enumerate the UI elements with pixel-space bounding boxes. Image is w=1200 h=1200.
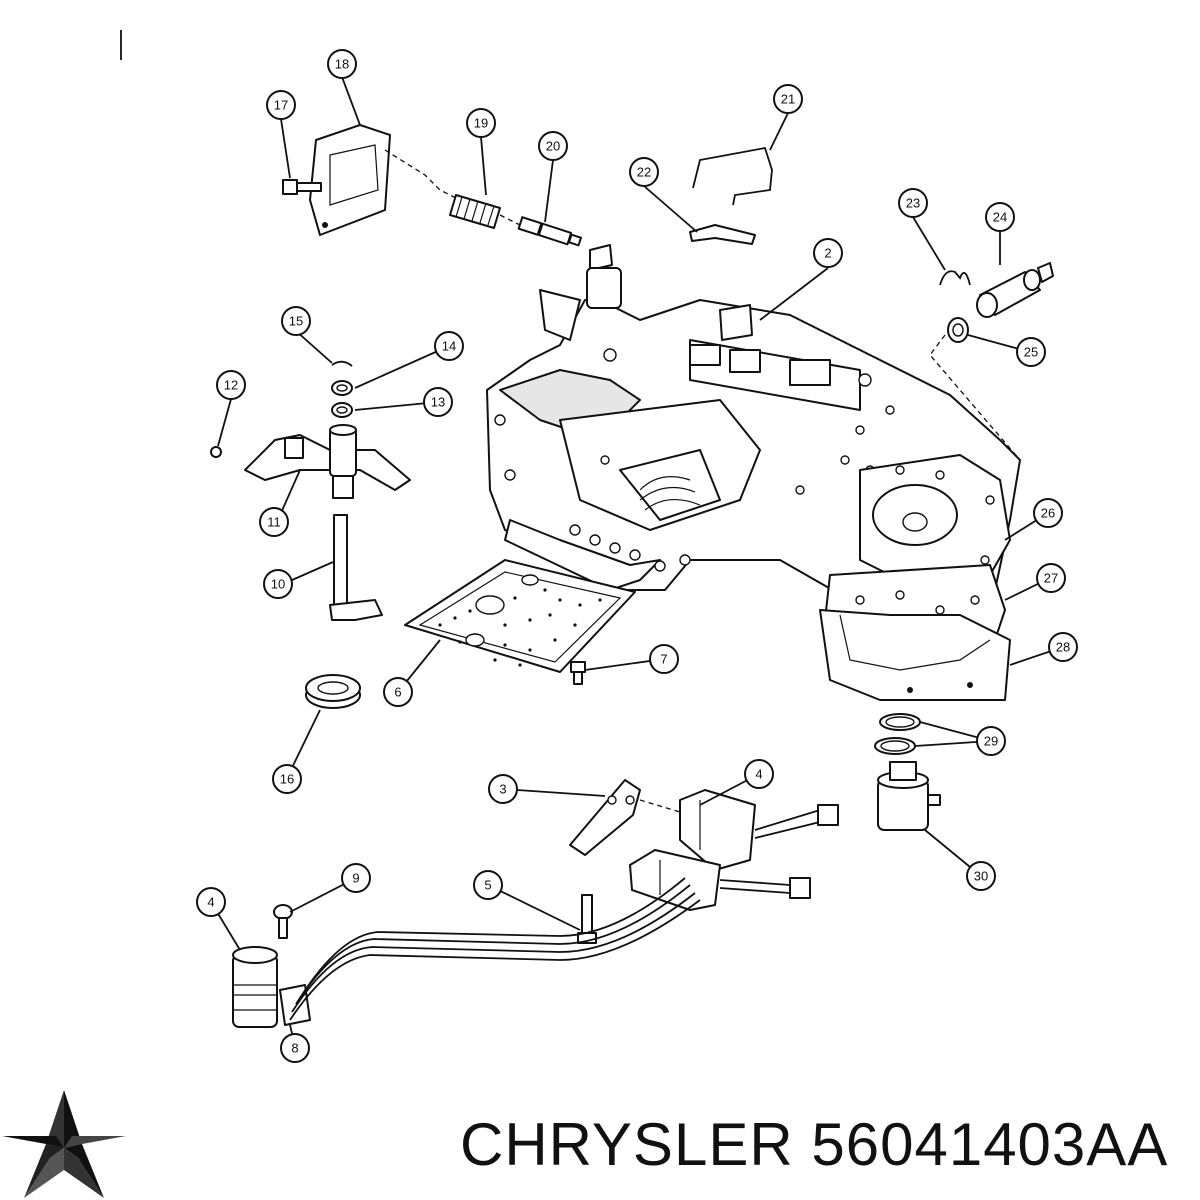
manual-lever-part-11 — [244, 424, 411, 499]
svg-text:8: 8 — [291, 1041, 298, 1056]
svg-text:3: 3 — [499, 782, 506, 797]
callout-29: 29 — [976, 726, 1006, 756]
svg-text:19: 19 — [474, 116, 488, 131]
solenoid-part-30 — [877, 761, 941, 831]
svg-text:5: 5 — [484, 878, 491, 893]
svg-text:11: 11 — [267, 515, 281, 530]
tube-part-21 — [692, 146, 773, 206]
solenoid-pack-part-4 — [629, 789, 839, 911]
callout-6: 6 — [383, 677, 413, 707]
callout-21: 21 — [773, 84, 803, 114]
callout-4-lower: 4 — [196, 887, 226, 917]
spring-part-19 — [449, 194, 501, 229]
svg-text:10: 10 — [271, 577, 285, 592]
callout-23: 23 — [898, 188, 928, 218]
callout-14: 14 — [434, 331, 464, 361]
bracket-part-3 — [569, 779, 641, 856]
o-rings-part-29 — [874, 713, 921, 755]
callout-9: 9 — [341, 863, 371, 893]
svg-text:12: 12 — [224, 378, 238, 393]
screw-part-9 — [273, 904, 293, 939]
callout-5: 5 — [473, 870, 503, 900]
callout-11: 11 — [259, 507, 289, 537]
svg-text:6: 6 — [394, 685, 401, 700]
leader-lines — [210, 76, 1064, 1047]
seal-part-13 — [331, 402, 353, 418]
svg-text:18: 18 — [335, 57, 349, 72]
brand-name: CHRYSLER — [460, 1111, 794, 1178]
o-ring-part-25 — [947, 317, 969, 343]
svg-text:22: 22 — [637, 165, 651, 180]
callout-12: 12 — [216, 370, 246, 400]
callout-19: 19 — [466, 108, 496, 138]
callout-24: 24 — [985, 202, 1015, 232]
svg-text:4: 4 — [207, 895, 214, 910]
svg-text:2: 2 — [824, 246, 831, 261]
svg-text:20: 20 — [546, 139, 560, 154]
bracket-part-22 — [689, 224, 756, 245]
valve-part-20 — [517, 216, 582, 247]
svg-text:13: 13 — [431, 395, 445, 410]
bracket-part-18 — [309, 124, 391, 236]
shaft-part-10 — [329, 514, 383, 621]
bolt-part-5 — [577, 894, 597, 944]
svg-text:21: 21 — [781, 92, 795, 107]
callout-10: 10 — [263, 569, 293, 599]
bolt-part-17 — [282, 179, 322, 195]
callout-20: 20 — [538, 131, 568, 161]
accumulator-housing-part-28 — [819, 609, 1011, 701]
brand-part-number-caption: CHRYSLER 56041403AA — [460, 1110, 1190, 1179]
callout-3: 3 — [488, 774, 518, 804]
transfer-plate-part-26 — [859, 454, 1011, 586]
svg-text:27: 27 — [1044, 571, 1058, 586]
svg-text:16: 16 — [280, 772, 294, 787]
sensor-part-4 — [232, 946, 278, 1028]
callout-15: 15 — [281, 306, 311, 336]
washer-part-14 — [331, 380, 353, 396]
seal-part-16 — [305, 674, 361, 709]
callout-28: 28 — [1048, 632, 1078, 662]
bolt-part-7 — [570, 661, 586, 685]
svg-text:26: 26 — [1041, 506, 1055, 521]
callout-18: 18 — [327, 49, 357, 79]
assembly-line — [384, 149, 461, 201]
svg-text:23: 23 — [906, 196, 920, 211]
callout-7: 7 — [649, 644, 679, 674]
svg-text:4: 4 — [755, 767, 762, 782]
svg-text:17: 17 — [274, 98, 288, 113]
callout-2: 2 — [813, 238, 843, 268]
svg-text:7: 7 — [660, 652, 667, 667]
chrysler-pentastar-icon — [2, 1090, 126, 1198]
solenoid-part-24 — [976, 262, 1054, 318]
clip-part-15 — [331, 360, 353, 367]
callout-16: 16 — [272, 764, 302, 794]
callout-8: 8 — [280, 1033, 310, 1063]
callout-25: 25 — [1016, 337, 1046, 367]
svg-text:15: 15 — [289, 314, 303, 329]
assembly-line — [499, 214, 521, 226]
svg-text:9: 9 — [352, 871, 359, 886]
callout-30: 30 — [966, 861, 996, 891]
svg-text:28: 28 — [1056, 640, 1070, 655]
ball-part-12 — [210, 446, 222, 458]
callout-27: 27 — [1036, 563, 1066, 593]
assembly-line — [929, 334, 1021, 461]
svg-text:24: 24 — [993, 210, 1007, 225]
svg-text:25: 25 — [1024, 345, 1038, 360]
svg-text:14: 14 — [442, 339, 456, 354]
svg-text:29: 29 — [984, 734, 998, 749]
callout-13: 13 — [423, 387, 453, 417]
callout-4-upper: 4 — [744, 759, 774, 789]
part-number: 56041403AA — [811, 1111, 1169, 1178]
svg-text:30: 30 — [974, 869, 988, 884]
oil-screen-part-6 — [404, 559, 636, 673]
callout-26: 26 — [1033, 498, 1063, 528]
callout-22: 22 — [629, 157, 659, 187]
clip-part-23 — [939, 270, 971, 286]
callout-17: 17 — [266, 90, 296, 120]
wire-harness — [289, 877, 701, 1021]
